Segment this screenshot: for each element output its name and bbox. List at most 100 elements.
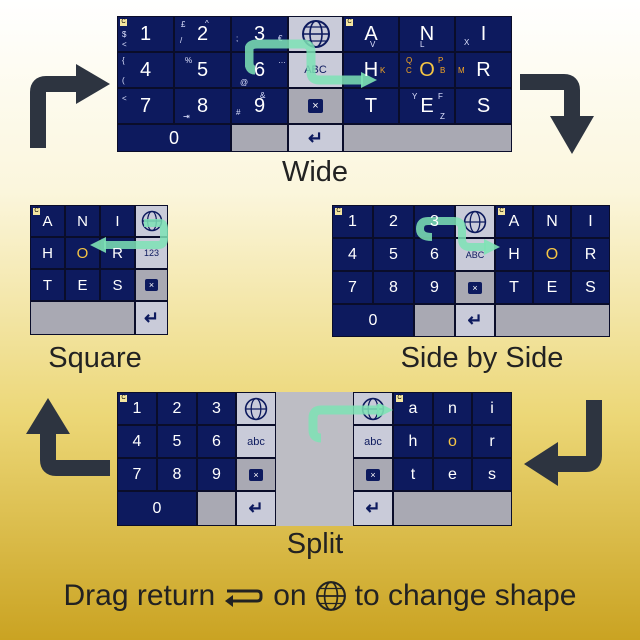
return-key-right[interactable]: ↵ — [353, 491, 393, 526]
globe-icon — [301, 20, 330, 48]
globe-icon — [244, 397, 268, 420]
key-4[interactable]: 4 — [332, 238, 373, 271]
key-9[interactable]: 9#& — [231, 88, 288, 124]
key-i[interactable]: I — [100, 205, 135, 237]
split-caption: Split — [286, 528, 344, 560]
globe-key[interactable] — [236, 392, 276, 425]
empty-key — [30, 301, 135, 335]
key-s[interactable]: S — [455, 88, 512, 124]
key-t[interactable]: T — [30, 269, 65, 301]
backspace-key[interactable]: × — [135, 269, 168, 301]
backspace-icon: × — [468, 281, 482, 294]
key-e[interactable]: E — [533, 271, 571, 304]
key-4[interactable]: 4{( — [117, 52, 174, 88]
return-icon: ↵ — [307, 127, 324, 148]
key-6[interactable]: 6@… — [231, 52, 288, 88]
key-n[interactable]: N — [65, 205, 100, 237]
key-t[interactable]: t — [393, 458, 433, 491]
globe-icon — [315, 581, 346, 611]
key-7[interactable]: 7 — [332, 271, 373, 304]
return-icon: ↵ — [248, 498, 264, 518]
globe-icon — [463, 210, 487, 233]
key-e[interactable]: E — [65, 269, 100, 301]
empty-key — [343, 124, 512, 152]
key-6[interactable]: 6 — [197, 425, 236, 458]
backspace-key-right[interactable]: × — [353, 458, 393, 491]
empty-key — [197, 491, 236, 526]
abc-key-right[interactable]: abc — [353, 425, 393, 458]
key-0[interactable]: 0 — [117, 124, 231, 152]
key-t[interactable]: T — [495, 271, 533, 304]
key-0[interactable]: 0 — [117, 491, 197, 526]
globe-key[interactable] — [288, 16, 343, 52]
drag-return-highlight — [245, 39, 377, 88]
key-2[interactable]: 2£^/ — [174, 16, 231, 52]
key-s[interactable]: S — [100, 269, 135, 301]
key-9[interactable]: 9 — [414, 271, 455, 304]
key-5[interactable]: 5 — [373, 238, 414, 271]
key-5[interactable]: 5 — [157, 425, 197, 458]
key-8[interactable]: 8 — [373, 271, 414, 304]
key-9[interactable]: 9 — [197, 458, 236, 491]
wide-caption: Wide — [281, 156, 349, 188]
key-2[interactable]: 2 — [373, 205, 414, 238]
backspace-key[interactable]: × — [236, 458, 276, 491]
abc-key[interactable]: abc — [236, 425, 276, 458]
key-h[interactable]: h — [393, 425, 433, 458]
key-n[interactable]: n — [433, 392, 472, 425]
return-key[interactable]: ↵ — [135, 301, 168, 335]
key-s[interactable]: s — [472, 458, 512, 491]
key-o[interactable]: O — [65, 237, 100, 269]
key-h[interactable]: H — [30, 237, 65, 269]
key-s[interactable]: S — [571, 271, 610, 304]
key-8[interactable]: 8 — [157, 458, 197, 491]
key-2[interactable]: 2 — [157, 392, 197, 425]
key-8[interactable]: 8⇥ — [174, 88, 231, 124]
key-i[interactable]: I — [571, 205, 610, 238]
empty-key — [414, 304, 455, 337]
backspace-key[interactable]: × — [288, 88, 343, 124]
empty-key — [231, 124, 288, 152]
key-r[interactable]: R — [571, 238, 610, 271]
curved-arrow-icon — [30, 64, 110, 148]
curved-arrow-icon — [524, 400, 602, 486]
key-e[interactable]: e — [433, 458, 472, 491]
key-4[interactable]: 4 — [117, 425, 157, 458]
key-o[interactable]: O — [533, 238, 571, 271]
key-n[interactable]: N — [533, 205, 571, 238]
key-i[interactable]: i — [472, 392, 512, 425]
key-r[interactable]: r — [472, 425, 512, 458]
key-6[interactable]: 6 — [414, 238, 455, 271]
key-5[interactable]: 5% — [174, 52, 231, 88]
key-0[interactable]: 0 — [332, 304, 414, 337]
key-3[interactable]: 3 — [197, 392, 236, 425]
return-key[interactable]: ↵ — [288, 124, 343, 152]
key-t[interactable]: T — [343, 88, 399, 124]
curved-arrow-icon — [520, 74, 594, 154]
return-key[interactable]: ↵ — [236, 491, 276, 526]
backspace-icon: × — [144, 279, 159, 291]
backspace-key[interactable]: × — [455, 271, 495, 304]
return-key[interactable]: ↵ — [455, 304, 495, 337]
instruction-text-mid: on — [273, 579, 307, 612]
key-h[interactable]: H — [495, 238, 533, 271]
return-drag-icon — [225, 589, 263, 607]
key-7[interactable]: 7< — [117, 88, 174, 124]
key-o[interactable]: o — [433, 425, 472, 458]
key-7[interactable]: 7 — [117, 458, 157, 491]
